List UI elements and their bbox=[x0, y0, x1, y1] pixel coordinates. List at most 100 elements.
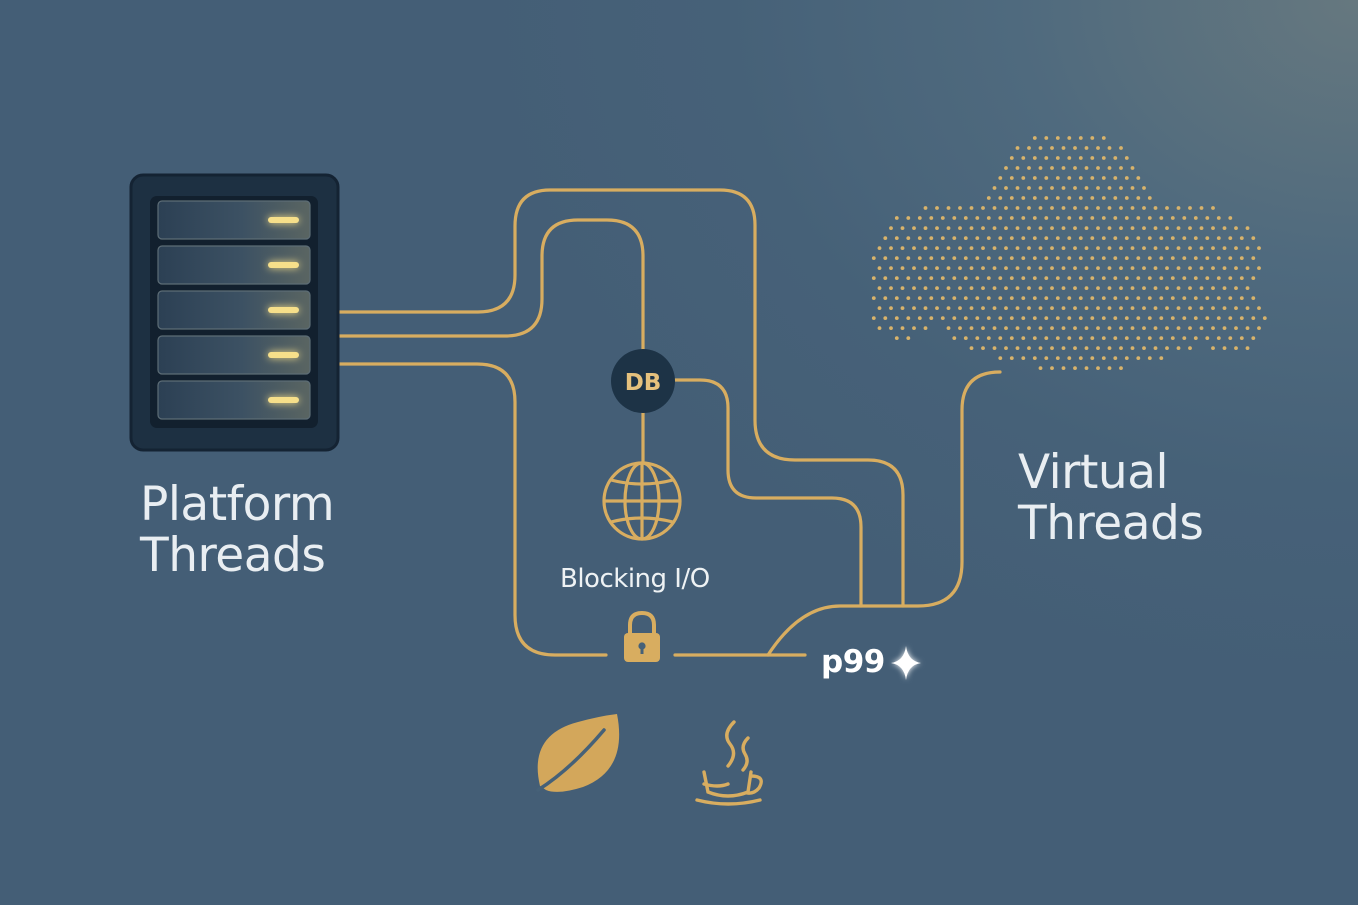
cloud-dot bbox=[918, 236, 922, 240]
server-rack-icon bbox=[131, 175, 338, 450]
cloud-dot bbox=[1165, 286, 1169, 290]
cloud-dot bbox=[1050, 266, 1054, 270]
cloud-dot bbox=[1125, 256, 1129, 260]
cloud-dot bbox=[1067, 356, 1071, 360]
cloud-dot bbox=[1062, 326, 1066, 330]
cloud-dot bbox=[1131, 346, 1135, 350]
cloud-dot bbox=[1177, 306, 1181, 310]
cloud-dot bbox=[1251, 256, 1255, 260]
cloud-dot bbox=[1211, 246, 1215, 250]
cloud-dot bbox=[987, 256, 991, 260]
cloud-dot bbox=[1211, 326, 1215, 330]
cloud-dot bbox=[924, 206, 928, 210]
cloud-dot bbox=[1200, 206, 1204, 210]
cloud-dot bbox=[912, 266, 916, 270]
cloud-dot bbox=[1090, 356, 1094, 360]
server-slot-light bbox=[268, 262, 299, 268]
cloud-dot bbox=[1085, 166, 1089, 170]
cloud-dot bbox=[981, 346, 985, 350]
cloud-dot bbox=[1079, 276, 1083, 280]
cloud-dot bbox=[1131, 186, 1135, 190]
cloud-dot bbox=[1113, 336, 1117, 340]
cloud-dot bbox=[1211, 286, 1215, 290]
cloud-dot bbox=[1027, 146, 1031, 150]
cloud-dot bbox=[1044, 156, 1048, 160]
cloud-dot bbox=[1223, 266, 1227, 270]
cloud-dot bbox=[1159, 216, 1163, 220]
cloud-dot bbox=[1234, 326, 1238, 330]
cloud-dot bbox=[1205, 316, 1209, 320]
cloud-dot bbox=[889, 286, 893, 290]
cloud-dot bbox=[975, 316, 979, 320]
cloud-dot bbox=[906, 276, 910, 280]
cloud-dot bbox=[1142, 306, 1146, 310]
cloud-dot bbox=[1010, 156, 1014, 160]
cloud-dot bbox=[1188, 286, 1192, 290]
cloud-dot bbox=[1108, 286, 1112, 290]
globe-icon bbox=[604, 463, 680, 539]
cloud-dot bbox=[1142, 246, 1146, 250]
cloud-dot bbox=[912, 306, 916, 310]
cloud-dot bbox=[1056, 316, 1060, 320]
cloud-dot bbox=[1228, 276, 1232, 280]
cloud-dot bbox=[1171, 216, 1175, 220]
cloud-dot bbox=[878, 246, 882, 250]
cloud-dot bbox=[1165, 326, 1169, 330]
cloud-dot bbox=[970, 206, 974, 210]
cloud-dot bbox=[1010, 316, 1014, 320]
cloud-dot bbox=[1154, 226, 1158, 230]
cloud-dot bbox=[1217, 296, 1221, 300]
cloud-dot bbox=[1016, 246, 1020, 250]
cloud-dot bbox=[1079, 196, 1083, 200]
cloud-dot bbox=[1044, 136, 1048, 140]
cloud-dot bbox=[895, 276, 899, 280]
cloud-dot bbox=[1073, 206, 1077, 210]
cloud-dot bbox=[1113, 196, 1117, 200]
cloud-dot bbox=[935, 266, 939, 270]
cloud-dot bbox=[1050, 326, 1054, 330]
cloud-dot bbox=[1044, 356, 1048, 360]
cloud-dot bbox=[1154, 346, 1158, 350]
cloud-dot bbox=[1073, 326, 1077, 330]
cloud-dot bbox=[1062, 146, 1066, 150]
cloud-dot bbox=[889, 266, 893, 270]
cloud-dot bbox=[1085, 286, 1089, 290]
cloud-dot bbox=[1177, 226, 1181, 230]
server-slot-light bbox=[268, 397, 299, 403]
cloud-dot bbox=[1090, 336, 1094, 340]
cloud-dot bbox=[1200, 226, 1204, 230]
cloud-dot bbox=[1010, 216, 1014, 220]
cloud-dot bbox=[1251, 236, 1255, 240]
cloud-dot bbox=[1027, 186, 1031, 190]
cloud-dot bbox=[1113, 356, 1117, 360]
cloud-dot bbox=[1228, 216, 1232, 220]
cloud-dot bbox=[998, 276, 1002, 280]
cloud-dot bbox=[1102, 196, 1106, 200]
cloud-dot bbox=[993, 286, 997, 290]
cloud-dot bbox=[1125, 276, 1129, 280]
cloud-dot bbox=[1050, 226, 1054, 230]
cloud-dot bbox=[1113, 276, 1117, 280]
cloud-dot bbox=[1039, 306, 1043, 310]
cloud-dot bbox=[1188, 266, 1192, 270]
cloud-dot bbox=[1073, 306, 1077, 310]
cloud-dot bbox=[1228, 296, 1232, 300]
cloud-dot bbox=[1056, 156, 1060, 160]
cloud-dot bbox=[1016, 186, 1020, 190]
cloud-dot bbox=[1119, 226, 1123, 230]
cloud-dot bbox=[1211, 226, 1215, 230]
cloud-dot bbox=[1240, 336, 1244, 340]
cloud-dot bbox=[1223, 286, 1227, 290]
cloud-dot bbox=[952, 276, 956, 280]
cloud-dot bbox=[1234, 266, 1238, 270]
cloud-dot bbox=[1067, 196, 1071, 200]
cloud-dot bbox=[1056, 336, 1060, 340]
cloud-dot bbox=[1016, 306, 1020, 310]
cloud-dot bbox=[1188, 246, 1192, 250]
cloud-dot bbox=[1102, 336, 1106, 340]
cloud-dot bbox=[906, 316, 910, 320]
cloud-dot bbox=[1085, 326, 1089, 330]
cloud-dot bbox=[958, 286, 962, 290]
cloud-dot bbox=[981, 286, 985, 290]
cloud-dot bbox=[1067, 256, 1071, 260]
